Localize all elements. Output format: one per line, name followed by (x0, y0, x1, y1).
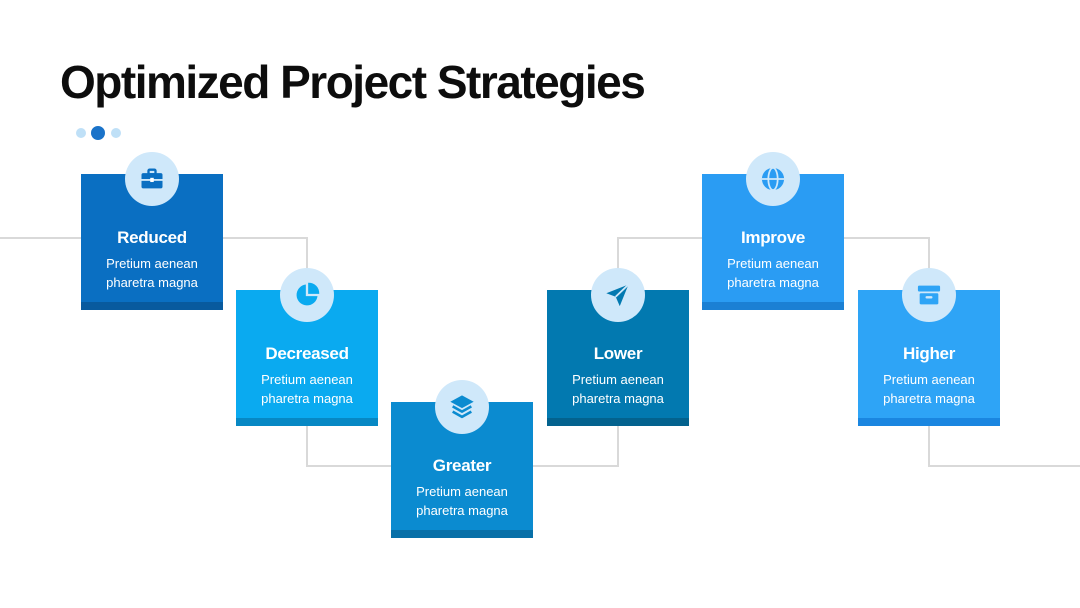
card-bottom-bar (547, 418, 689, 426)
dot-inactive[interactable] (76, 128, 86, 138)
step-description: Pretium aenean pharetra magna (416, 484, 508, 518)
archive-box-icon-glyph (917, 285, 941, 305)
pie-chart-icon (280, 268, 334, 322)
page-title: Optimized Project Strategies (60, 56, 646, 108)
layers-icon (435, 380, 489, 434)
step-label: Improve (740, 228, 806, 247)
step-card-improve[interactable]: Improve Pretium aenean pharetra magna (702, 152, 844, 310)
connector-line (533, 426, 619, 467)
card-bottom-bar (702, 302, 844, 310)
step-label: Greater (432, 456, 492, 475)
step-description: Pretium aenean pharetra magna (261, 372, 353, 406)
card-bottom-bar (81, 302, 223, 310)
card-bottom-bar (391, 530, 533, 538)
globe-icon (746, 152, 800, 206)
card-bottom-bar (858, 418, 1000, 426)
step-description: Pretium aenean pharetra magna (727, 256, 819, 290)
briefcase-icon (125, 152, 179, 206)
step-description: Pretium aenean pharetra magna (572, 372, 664, 406)
step-card-decreased[interactable]: Decreased Pretium aenean pharetra magna (236, 268, 378, 426)
step-description: Pretium aenean pharetra magna (883, 372, 975, 406)
archive-box-icon (902, 268, 956, 322)
step-card-lower[interactable]: Lower Pretium aenean pharetra magna (547, 268, 689, 426)
step-description: Pretium aenean pharetra magna (106, 256, 198, 290)
dot-inactive[interactable] (111, 128, 121, 138)
paper-plane-icon (591, 268, 645, 322)
card-bottom-bar (236, 418, 378, 426)
step-label: Lower (593, 344, 643, 363)
paper-plane-icon-glyph (606, 283, 630, 307)
layers-icon-glyph (450, 395, 474, 419)
globe-icon-glyph (761, 167, 785, 191)
connector-line (928, 426, 1080, 467)
dot-active[interactable] (91, 126, 105, 140)
step-label: Decreased (265, 344, 349, 363)
pie-chart-icon-glyph (296, 282, 320, 306)
step-label: Higher (902, 344, 956, 363)
step-card-higher[interactable]: Higher Pretium aenean pharetra magna (858, 268, 1000, 426)
step-label: Reduced (117, 228, 187, 247)
step-card-greater[interactable]: Greater Pretium aenean pharetra magna (391, 380, 533, 538)
step-card-reduced[interactable]: Reduced Pretium aenean pharetra magna (81, 152, 223, 310)
briefcase-icon-glyph (141, 168, 163, 189)
connector-line (306, 426, 391, 467)
